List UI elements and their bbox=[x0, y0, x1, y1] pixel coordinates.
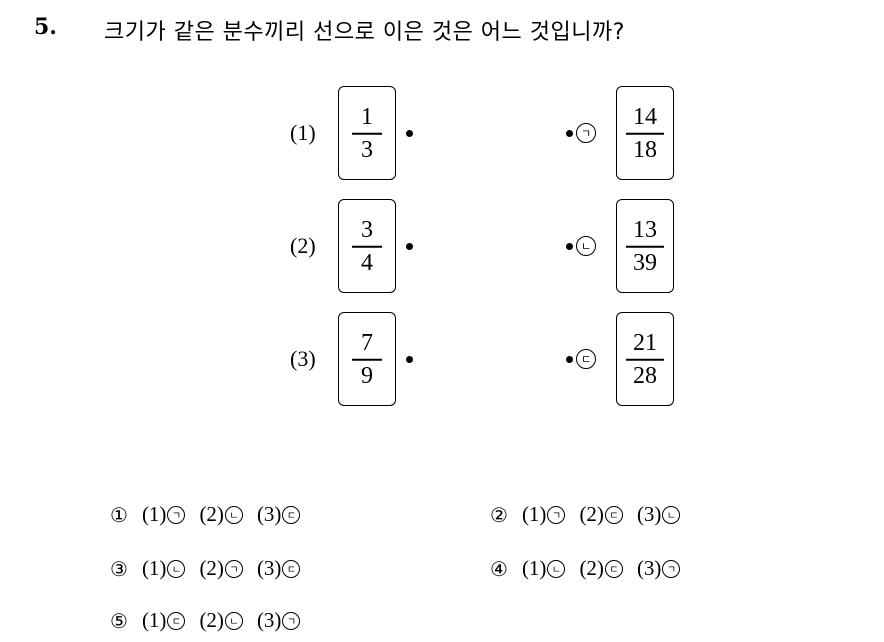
right-label-nieun: ㄴ bbox=[576, 236, 596, 256]
pair-right: ㄷ bbox=[282, 559, 301, 578]
choice-number: ① bbox=[110, 502, 128, 527]
choice-pair: (1)ㄴ bbox=[522, 556, 566, 581]
choice-pair: (2)ㄷ bbox=[579, 502, 623, 527]
pair-right: ㄷ bbox=[282, 505, 301, 524]
left-label-2: (2) bbox=[290, 233, 316, 258]
pair-right: ㄷ bbox=[167, 611, 186, 630]
pair-left: (2) bbox=[579, 556, 604, 580]
pair-right: ㄴ bbox=[167, 559, 186, 578]
fraction-bar bbox=[626, 245, 664, 248]
fraction-21-28: 21 28 bbox=[617, 329, 673, 389]
choice-1[interactable]: ① (1)ㄱ (2)ㄴ (3)ㄷ bbox=[110, 502, 314, 527]
pair-left: (1) bbox=[141, 556, 167, 580]
pair-right: ㄱ bbox=[662, 559, 681, 578]
choice-pair: (3)ㄱ bbox=[257, 608, 301, 633]
fraction-bar bbox=[352, 245, 382, 248]
pair-left: (3) bbox=[256, 502, 282, 526]
denominator: 3 bbox=[361, 136, 373, 163]
fraction-14-18: 14 18 bbox=[617, 103, 673, 163]
pair-left: (1) bbox=[521, 502, 547, 526]
pair-right: ㄴ bbox=[547, 559, 566, 578]
choice-4[interactable]: ④ (1)ㄴ (2)ㄷ (3)ㄱ bbox=[490, 556, 694, 581]
pair-right: ㄱ bbox=[224, 559, 243, 578]
pair-left: (3) bbox=[636, 502, 662, 526]
pair-right: ㄴ bbox=[224, 611, 243, 630]
pair-left: (2) bbox=[579, 502, 604, 526]
right-card-2: 13 39 bbox=[616, 199, 674, 293]
choice-pair: (2)ㄷ bbox=[579, 556, 623, 581]
choice-pair: (2)ㄴ bbox=[199, 502, 243, 527]
left-card-2: 3 4 bbox=[338, 199, 396, 293]
choice-number: ③ bbox=[110, 556, 128, 581]
denominator: 4 bbox=[361, 249, 373, 276]
pair-right: ㄷ bbox=[604, 505, 623, 524]
fraction-bar bbox=[626, 132, 664, 135]
numerator: 13 bbox=[633, 216, 657, 243]
choice-2[interactable]: ② (1)ㄱ (2)ㄷ (3)ㄴ bbox=[490, 502, 694, 527]
choice-pair: (1)ㄷ bbox=[142, 608, 186, 633]
left-card-3: 7 9 bbox=[338, 312, 396, 406]
choice-3[interactable]: ③ (1)ㄴ (2)ㄱ (3)ㄷ bbox=[110, 556, 314, 581]
fraction-bar bbox=[352, 358, 382, 361]
left-dot-1[interactable] bbox=[406, 130, 413, 137]
fraction-13-39: 13 39 bbox=[617, 216, 673, 276]
left-label-3: (3) bbox=[290, 346, 316, 371]
pair-right: ㄴ bbox=[224, 505, 243, 524]
choice-pair: (2)ㄱ bbox=[199, 556, 243, 581]
left-card-1: 1 3 bbox=[338, 86, 396, 180]
choice-pair: (1)ㄴ bbox=[142, 556, 186, 581]
pair-left: (2) bbox=[199, 502, 224, 526]
numerator: 3 bbox=[361, 216, 373, 243]
pair-left: (3) bbox=[256, 608, 282, 632]
question-text: 크기가 같은 분수끼리 선으로 이은 것은 어느 것입니까? bbox=[104, 20, 625, 45]
choice-5[interactable]: ⑤ (1)ㄷ (2)ㄴ (3)ㄱ bbox=[110, 608, 314, 633]
right-label-digeut: ㄷ bbox=[576, 349, 596, 369]
right-dot-3[interactable] bbox=[566, 356, 573, 363]
choice-pair: (2)ㄴ bbox=[199, 608, 243, 633]
right-label-giyeok: ㄱ bbox=[576, 123, 596, 143]
fraction-1-3: 1 3 bbox=[339, 103, 395, 163]
denominator: 28 bbox=[633, 362, 657, 389]
choice-pair: (3)ㄱ bbox=[637, 556, 681, 581]
choice-number: ⑤ bbox=[110, 608, 128, 633]
left-label-1: (1) bbox=[290, 120, 316, 145]
pair-left: (1) bbox=[141, 502, 167, 526]
pair-right: ㄱ bbox=[547, 505, 566, 524]
numerator: 7 bbox=[361, 329, 373, 356]
right-dot-1[interactable] bbox=[566, 130, 573, 137]
numerator: 14 bbox=[633, 103, 657, 130]
numerator: 21 bbox=[633, 329, 657, 356]
denominator: 18 bbox=[633, 136, 657, 163]
right-card-1: 14 18 bbox=[616, 86, 674, 180]
pair-right: ㄱ bbox=[167, 505, 186, 524]
pair-right: ㄷ bbox=[604, 559, 623, 578]
choice-number: ② bbox=[490, 502, 508, 527]
pair-left: (3) bbox=[636, 556, 662, 580]
fraction-bar bbox=[352, 132, 382, 135]
left-dot-2[interactable] bbox=[406, 243, 413, 250]
choice-number: ④ bbox=[490, 556, 508, 581]
denominator: 9 bbox=[361, 362, 373, 389]
choice-pair: (3)ㄴ bbox=[637, 502, 681, 527]
left-dot-3[interactable] bbox=[406, 356, 413, 363]
pair-left: (2) bbox=[199, 608, 224, 632]
choice-pair: (3)ㄷ bbox=[257, 556, 301, 581]
choice-pair: (1)ㄱ bbox=[142, 502, 186, 527]
fraction-bar bbox=[626, 358, 664, 361]
question-number: 5. bbox=[34, 14, 57, 40]
pair-left: (3) bbox=[256, 556, 282, 580]
choice-pair: (1)ㄱ bbox=[522, 502, 566, 527]
numerator: 1 bbox=[361, 103, 373, 130]
fraction-7-9: 7 9 bbox=[339, 329, 395, 389]
pair-right: ㄴ bbox=[662, 505, 681, 524]
right-dot-2[interactable] bbox=[566, 243, 573, 250]
fraction-3-4: 3 4 bbox=[339, 216, 395, 276]
pair-left: (1) bbox=[141, 608, 167, 632]
pair-right: ㄱ bbox=[282, 611, 301, 630]
pair-left: (1) bbox=[521, 556, 547, 580]
pair-left: (2) bbox=[199, 556, 224, 580]
choice-pair: (3)ㄷ bbox=[257, 502, 301, 527]
right-card-3: 21 28 bbox=[616, 312, 674, 406]
denominator: 39 bbox=[633, 249, 657, 276]
